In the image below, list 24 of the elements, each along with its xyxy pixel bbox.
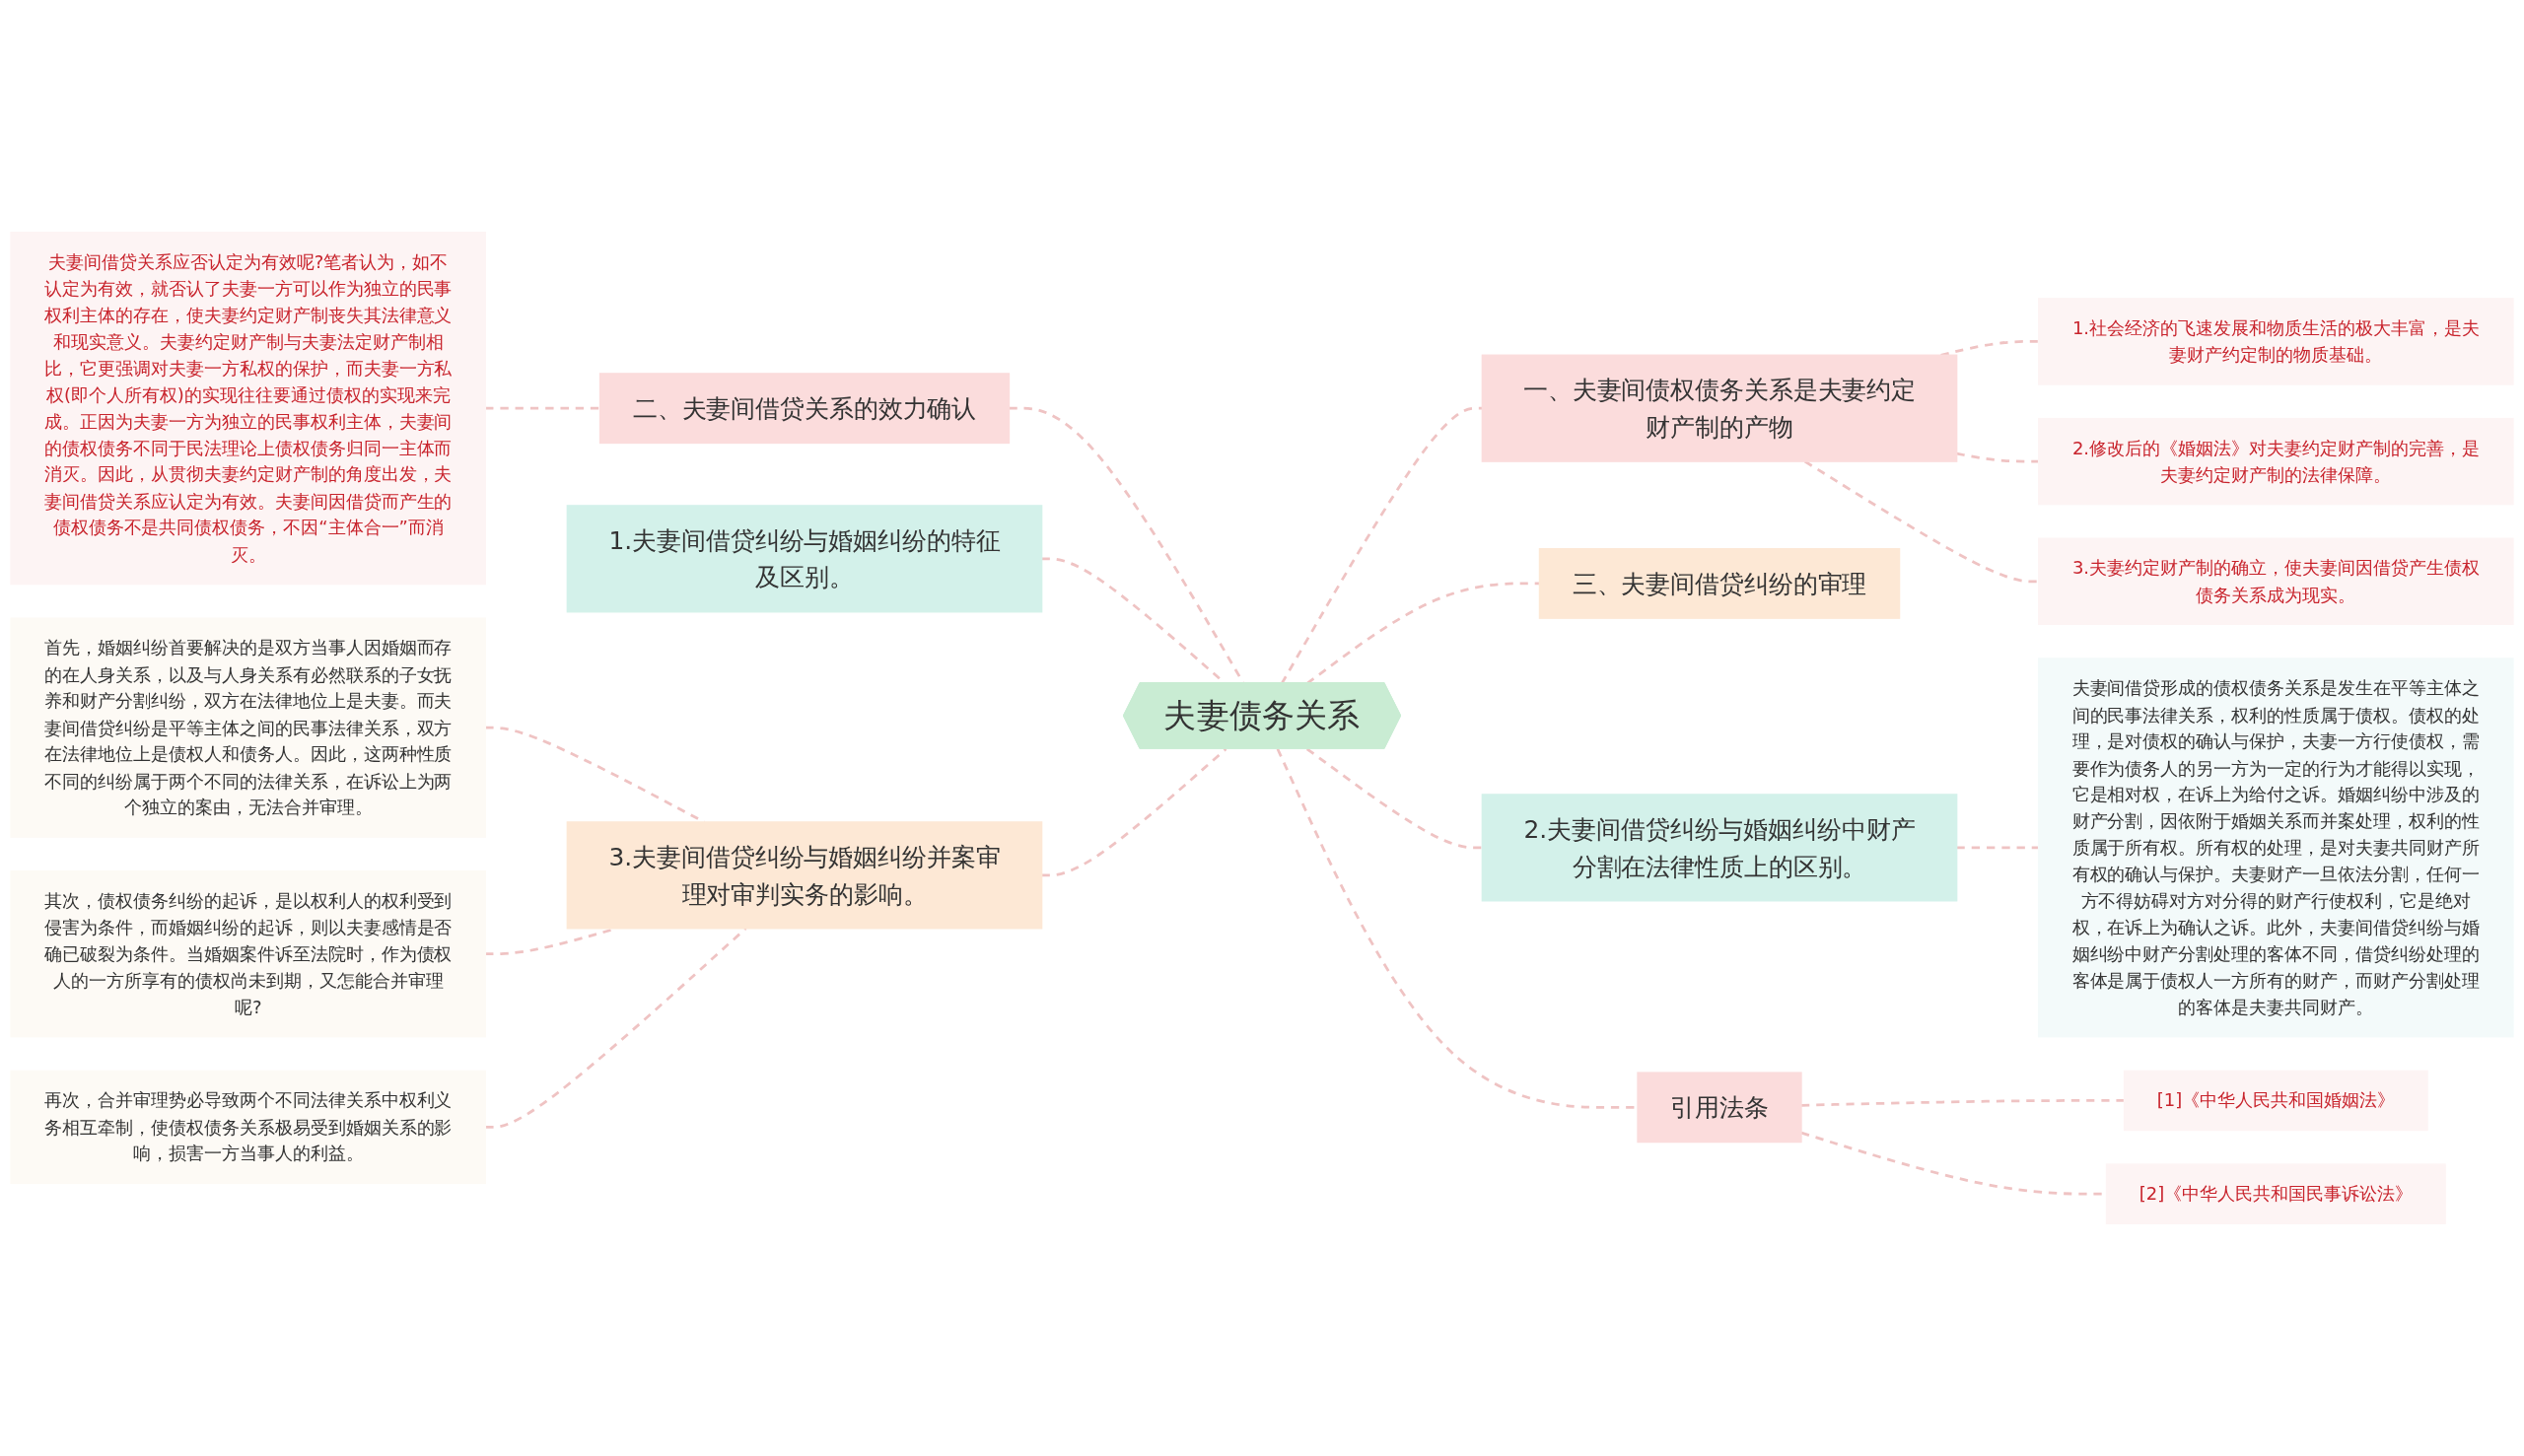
node-box: 3.夫妻间借贷纠纷与婚姻纠纷并案审理对审判实务的影响。 <box>566 821 1043 930</box>
node-box: [1]《中华人民共和国婚姻法》 <box>2123 1070 2428 1132</box>
connector <box>1041 747 1227 877</box>
connector <box>1800 1099 2125 1107</box>
node-box: 再次，合并审理势必导致两个不同法律关系中权利义务相互牵制，使债权债务关系极易受到婚姻关系的影响，损害一方当事人的利益。 <box>10 1070 487 1185</box>
node-box: 其次，债权债务纠纷的起诉，是以权利人的权利受到侵害为条件，而婚姻纠纷的起诉，则以夫妻感情是否确已破裂为条件。当婚姻案件诉至法院时，作为债权人的一方所享有的债权尚未到期，又怎能合并审理呢? <box>10 870 487 1038</box>
node-box: 3.夫妻约定财产制的确立，使夫妻间因借贷产生债权债务关系成为现实。 <box>2037 537 2514 626</box>
node-box: 2.修改后的《婚姻法》对夫妻约定财产制的完善，是夫妻约定财产制的法律保障。 <box>2037 417 2514 506</box>
node-box: 2.夫妻间借贷纠纷与婚姻纠纷中财产分割在法律性质上的区别。 <box>1481 794 1958 902</box>
node-box: 首先，婚姻纠纷首要解决的是双方当事人因婚姻而存的在人身关系，以及与人身关系有必然联系的子女抚养和财产分割纠纷，双方在法律地位上是夫妻。而夫妻间借贷纠纷是平等主体之间的民事法律关系，双方在法律地位上是债权人和债务人。因此，这两种性质不同的纠纷属于两个不同的法律关系，在诉讼上为两个独立的案由，无法合并审理。 <box>10 617 487 838</box>
connector <box>1940 340 2039 357</box>
connector <box>485 406 600 410</box>
node-box: 夫妻间借贷关系应否认定为有效呢?笔者认为，如不认定为有效，就否认了夫妻一方可以作为独立的民事权利主体的存在，使夫妻约定财产制丧失其法律意义和现实意义。夫妻约定财产制与夫妻法定财产制相比，它更强调对夫妻一方私权的保护，而夫妻一方私权(即个人所有权)的实现往往要通过债权的实现来完成。正因为夫妻一方为独立的民事权利主体，夫妻间的债权债务不同于民法理论上债权债务归同一主体而消灭。因此，从贯彻夫妻约定财产制的角度出发，夫妻间借贷关系应认定为有效。夫妻间因借贷而产生的债权债务不是共同债权债务，不因“主体合一”而消灭。 <box>10 232 487 586</box>
connector <box>1956 451 2039 463</box>
connector <box>1305 747 1483 850</box>
node-box: 二、夫妻间借贷关系的效力确认 <box>598 373 1011 445</box>
node-box: 引用法条 <box>1637 1072 1802 1144</box>
node-box: 一、夫妻间债权债务关系是夫妻约定财产制的产物 <box>1481 354 1958 462</box>
node-box: 夫妻间借贷形成的债权债务关系是发生在平等主体之间的民事法律关系，权利的性质属于债权。债权的处理，是对债权的确认与保护，夫妻一方行使债权，需要作为债务人的另一方为一定的行为才能得以实现，它是相对权，在诉上为给付之诉。婚姻纠纷中涉及的财产分割，因依附于婚姻关系而并案处理，权利的性质属于所有权。所有权的处理，是对夫妻共同财产所有权的确认与保护。夫妻财产一旦依法分割，任何一方不得妨碍对方对分得的财产行使权利，它是绝对权，在诉上为确认之诉。此外，夫妻间借贷纠纷与婚姻纠纷中财产分割处理的客体不同，借贷纠纷处理的客体是属于债权人一方所有的财产，而财产分割处理的客体是夫妻共同财产。 <box>2037 658 2514 1038</box>
node-box: 1.社会经济的飞速发展和物质生活的极大丰富，是夫妻财产约定制的物质基础。 <box>2037 298 2514 385</box>
connector <box>485 927 747 1129</box>
node-box: 三、夫妻间借贷纠纷的审理 <box>1538 547 1901 619</box>
connector <box>1956 846 2039 850</box>
node-box: 1.夫妻间借贷纠纷与婚姻纠纷的特征及区别。 <box>566 505 1043 613</box>
